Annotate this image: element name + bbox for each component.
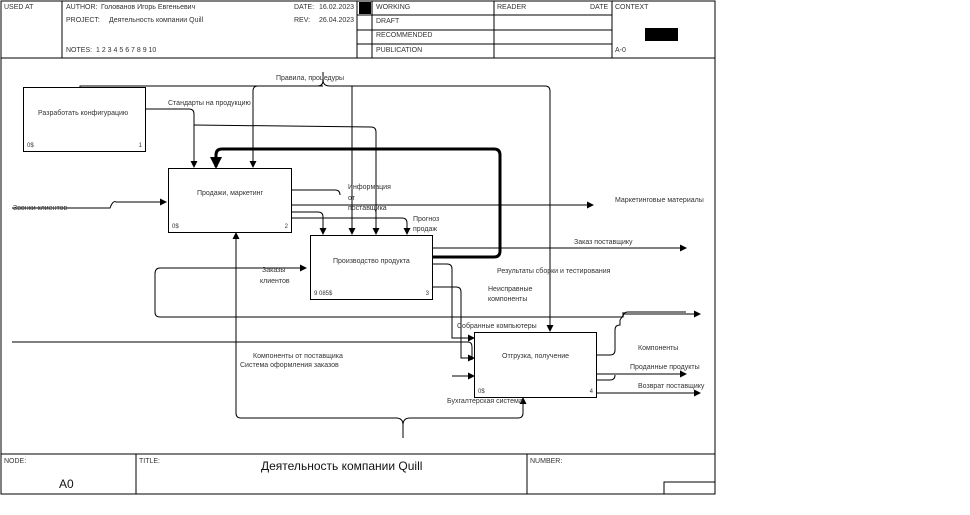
- author-value: Голованов Игорь Евгеньевич: [101, 4, 196, 11]
- arrow-label-info-1: Информация: [348, 184, 391, 191]
- arrow-label-forecast-2: продаж: [413, 226, 438, 233]
- number-label: NUMBER:: [530, 458, 563, 465]
- status-publication: PUBLICATION: [376, 47, 423, 54]
- arrow-label-sold: Проданные продукты: [630, 364, 700, 371]
- rev-label: REV:: [294, 17, 311, 24]
- arrow-label-supplier-components: Компоненты от поставщика: [253, 353, 343, 360]
- arrow-label-components: Компоненты: [638, 345, 679, 352]
- activity-box-1[interactable]: Разработать конфигурацию 0$ 1: [23, 87, 146, 152]
- activity-box-1-label: Разработать конфигурацию: [38, 110, 129, 117]
- node-value: A0: [59, 477, 74, 491]
- activity-box-2-label: Продажи, маркетинг: [197, 190, 264, 197]
- arrow-label-accounting: Бухгалтерская система: [447, 398, 523, 405]
- activity-box-3-number: 3: [425, 291, 429, 297]
- diagram-title: Деятельность компании Quill: [261, 459, 423, 473]
- date-value: 16.02.2023: [319, 4, 355, 11]
- arrow-label-orders-1: Заказы: [262, 267, 286, 274]
- project-label: PROJECT:: [66, 17, 100, 24]
- arrow-label-faulty-1: Неисправные: [488, 286, 533, 293]
- activity-box-1-number: 1: [138, 143, 142, 149]
- status-recommended: RECOMMENDED: [376, 32, 433, 39]
- arrow-label-info-3: поставщика: [348, 205, 387, 212]
- status-draft: DRAFT: [376, 18, 400, 25]
- activity-box-4-cost: 0$: [478, 389, 485, 395]
- arrow-label-forecast-1: Прогноз: [413, 216, 440, 223]
- arrow-label-assembled: Собранные компьютеры: [457, 323, 537, 330]
- arrow-label-standards: Стандарты на продукцию: [168, 100, 251, 107]
- activity-box-3[interactable]: Производство продукта 9 085$ 3: [310, 235, 433, 300]
- status-working: WORKING: [376, 4, 411, 11]
- used-at-label: USED AT: [4, 4, 34, 11]
- activity-box-4-number: 4: [589, 389, 593, 395]
- title-label: TITLE:: [139, 458, 161, 465]
- notes-value: 1 2 3 4 5 6 7 8 9 10: [96, 47, 157, 54]
- activity-box-2-number: 2: [284, 224, 288, 230]
- node-label: NODE:: [4, 458, 27, 465]
- activity-box-2-cost: 0$: [172, 224, 179, 230]
- context-label: CONTEXT: [615, 4, 649, 11]
- arrow-label-faulty-2: компоненты: [488, 296, 528, 303]
- rev-value: 26.04.2023: [319, 17, 355, 24]
- activity-box-3-label: Производство продукта: [333, 258, 410, 265]
- arrow-label-client-requests: Звонки клиентов: [13, 205, 68, 212]
- reader-date-label: DATE: [590, 4, 609, 11]
- author-label: AUTHOR:: [66, 4, 98, 11]
- project-value: Деятельность компании Quill: [109, 17, 204, 24]
- activity-box-3-cost: 9 085$: [314, 291, 333, 297]
- activity-box-1-cost: 0$: [27, 143, 34, 149]
- reader-label: READER: [497, 4, 527, 11]
- arrow-label-info-2: от: [348, 195, 355, 202]
- arrow-label-orders-2: клиентов: [260, 278, 290, 285]
- arrow-label-marketing: Маркетинговые материалы: [615, 197, 704, 204]
- arrow-label-rules: Правила, процедуры: [276, 75, 344, 82]
- arrow-label-order-system: Система оформления заказов: [240, 362, 339, 369]
- context-node: A-0: [615, 47, 626, 54]
- arrow-label-supplier-order: Заказ поставщику: [574, 239, 633, 246]
- activity-box-4-label: Отгрузка, получение: [502, 353, 570, 360]
- arrow-label-return: Возврат поставщику: [638, 383, 705, 390]
- notes-label: NOTES:: [66, 47, 93, 54]
- activity-box-4[interactable]: Отгрузка, получение 0$ 4: [474, 332, 597, 398]
- activity-box-2[interactable]: Продажи, маркетинг 0$ 2: [168, 168, 292, 233]
- arrow-label-test-results: Результаты сборки и тестирования: [497, 268, 611, 275]
- date-label: DATE:: [294, 4, 315, 11]
